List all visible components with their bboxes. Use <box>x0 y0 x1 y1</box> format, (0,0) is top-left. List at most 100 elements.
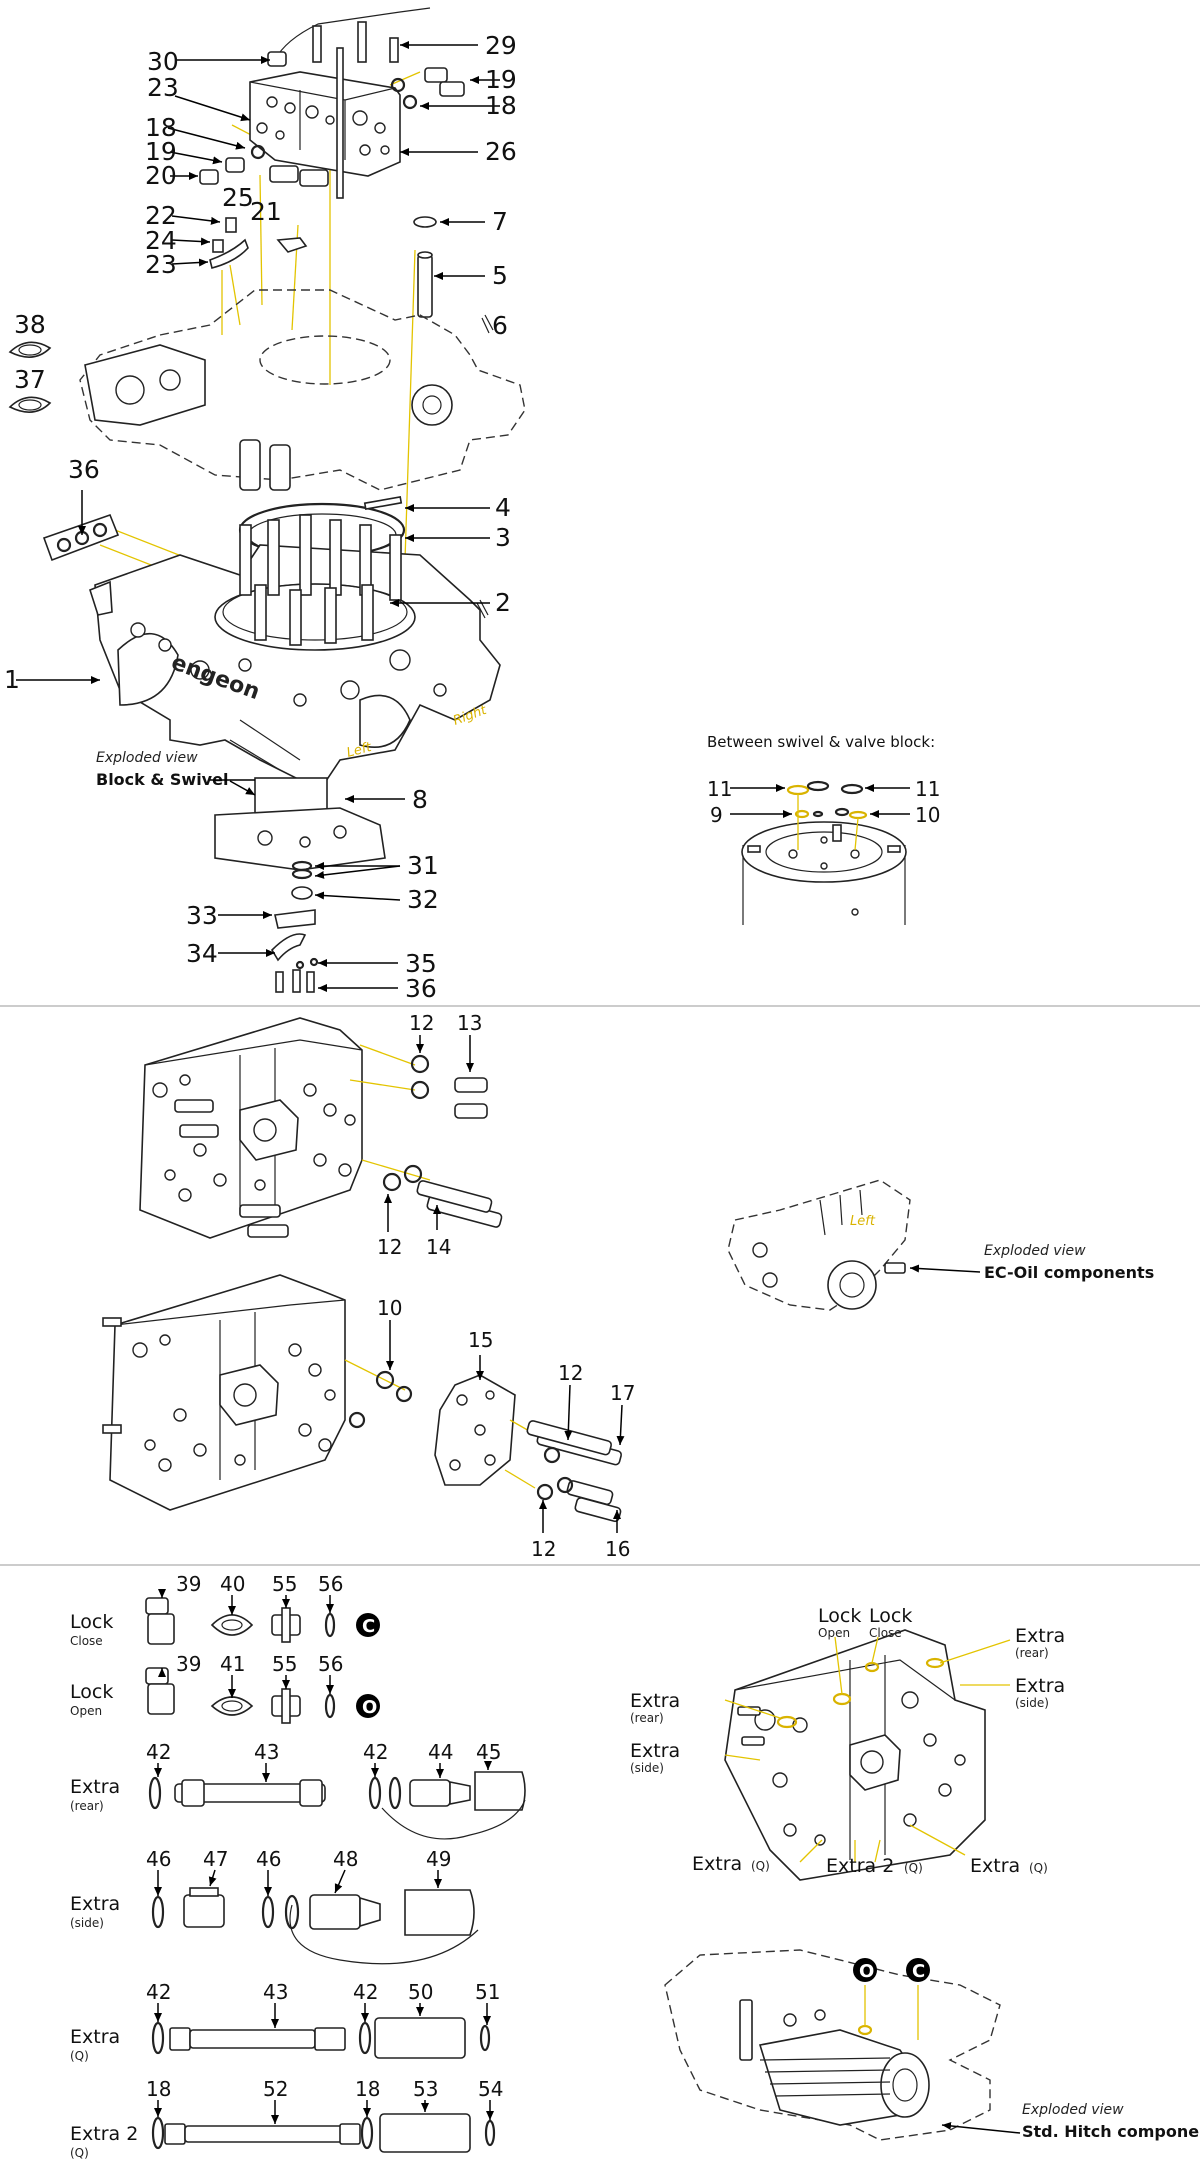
hitch-badge-open-text: O <box>859 1961 874 1982</box>
callout-19-left: 19 <box>145 137 177 166</box>
hitch-callout-52: 52 <box>263 2077 288 2101</box>
row-lock-close-label: Lock <box>70 1611 113 1633</box>
hitch-callout-48: 48 <box>333 1847 358 1871</box>
callout-36: 36 <box>68 455 100 484</box>
lbl-lock-open-main: Lock <box>818 1605 861 1627</box>
hitch-block-leaders <box>724 1636 1011 1863</box>
row-extra2-q-label: Extra 2 <box>70 2123 138 2145</box>
lbl-lock-close-main: Lock <box>869 1605 912 1627</box>
callout-29: 29 <box>485 31 517 60</box>
row-lock-open-parts <box>145 1667 380 1724</box>
badge-open <box>356 1694 380 1718</box>
hitch-callout-54: 54 <box>478 2077 503 2101</box>
hitch-callout-39b: 39 <box>176 1652 201 1676</box>
bolts-2 <box>239 514 402 646</box>
lbl-extra-q-r-sub: (Q) <box>1029 1861 1048 1875</box>
swivel-callout-11-left: 11 <box>707 777 732 801</box>
left-label: Left <box>345 740 374 761</box>
hitch-callout-51: 51 <box>475 1980 500 2004</box>
callout-28: 30 <box>147 47 179 76</box>
valve-block-top <box>249 71 401 177</box>
hitch-callout-46b: 46 <box>256 1847 281 1871</box>
section-ec-oil: Left Exploded view EC-Oil components 12 … <box>102 1011 1154 1561</box>
callout-7: 7 <box>492 207 508 236</box>
hitch-callout-45: 45 <box>476 1740 501 1764</box>
ec-callout-12-plate: 12 <box>558 1361 583 1385</box>
ec-oil-leader <box>909 1264 981 1273</box>
section-hitch: Lock Close Lock Open Extra (rear) Extra … <box>70 1572 1200 2159</box>
callout-34: 35 <box>405 949 437 978</box>
lbl-extra-q-r: Extra <box>970 1855 1020 1877</box>
callout-3: 3 <box>495 523 511 552</box>
gasket-38-37 <box>8 341 52 413</box>
valve-block-upper <box>139 1017 363 1239</box>
callout-2: 2 <box>495 588 511 617</box>
hitch-callout-49: 49 <box>426 1847 451 1871</box>
callout-32: 33 <box>186 901 218 930</box>
hitch-valve-block <box>724 1629 986 1881</box>
swivel-leaders <box>730 784 910 818</box>
ec-oil-caption-bold: EC-Oil components <box>984 1263 1154 1282</box>
row-lock-close-sub: Close <box>70 1634 103 1648</box>
section2-leaders <box>384 1035 625 1533</box>
callout-26: 24 <box>145 226 177 255</box>
badge-open-text: O <box>362 1697 377 1718</box>
hitch-callout-56a: 56 <box>318 1572 343 1596</box>
row-extra2-q-sub: (Q) <box>70 2146 89 2159</box>
row-extra-side-parts <box>151 1887 479 1965</box>
small-parts-30-35 <box>270 860 319 993</box>
hitch-callout-55b: 55 <box>272 1652 297 1676</box>
callout-30: 31 <box>407 851 439 880</box>
block-swivel-caption-italic: Exploded view <box>96 750 198 766</box>
lbl-extra-rear-l-sub: (rear) <box>630 1711 664 1725</box>
block-swivel-caption-bold: Block & Swivel <box>96 770 228 789</box>
ec-callout-12-top: 12 <box>409 1011 434 1035</box>
std-hitch-leader <box>941 2121 1021 2134</box>
lbl-lock-open-sub: Open <box>818 1626 850 1640</box>
hitch-callout-18a: 18 <box>146 2077 171 2101</box>
hitch-callout-42d: 42 <box>353 1980 378 2004</box>
std-hitch-view <box>664 1949 1001 2141</box>
hitch-callout-42a: 42 <box>146 1740 171 1764</box>
callout-38: 38 <box>14 310 46 339</box>
manifold-plate-36 <box>42 513 120 562</box>
row-lock-open-sub: Open <box>70 1704 102 1718</box>
row-extra-q-sub: (Q) <box>70 2049 89 2063</box>
hitch-callout-42c: 42 <box>146 1980 171 2004</box>
row-extra-q-parts <box>151 2017 491 2059</box>
hitch-callout-44: 44 <box>428 1740 453 1764</box>
ec-callout-14: 14 <box>426 1235 451 1259</box>
row-extra-rear-parts <box>148 1771 526 1840</box>
hitch-callout-55a: 55 <box>272 1572 297 1596</box>
lbl-extra-q-l-sub: (Q) <box>751 1859 770 1873</box>
callout-18: 18 <box>485 91 517 120</box>
ec-rings-lower <box>344 1359 413 1429</box>
ec-oil-caption-italic: Exploded view <box>984 1243 1086 1259</box>
lbl-extra2-q: Extra 2 <box>826 1855 894 1877</box>
lbl-extra2-q-sub: (Q) <box>904 1861 923 1875</box>
callout-22: 21 <box>250 197 282 226</box>
swivel-valve-caption: Between swivel & valve block: <box>707 733 935 751</box>
callout-6: 6 <box>492 311 508 340</box>
callout-18-left: 18 <box>145 113 177 142</box>
section2-callouts: 12 13 12 14 10 15 12 17 12 16 <box>377 1011 635 1561</box>
swivel-cylinder <box>741 821 907 925</box>
section1-callouts: 30 29 19 18 23 18 19 20 25 21 26 22 24 2… <box>4 31 517 1003</box>
swivel-callout-11-right: 11 <box>915 777 940 801</box>
lbl-extra-side-r-sub: (side) <box>1015 1696 1049 1710</box>
ec-callout-10: 10 <box>377 1296 402 1320</box>
hitch-callout-41: 41 <box>220 1652 245 1676</box>
callout-24: 22 <box>145 201 177 230</box>
hitch-callout-47: 47 <box>203 1847 228 1871</box>
badge-close <box>356 1613 380 1637</box>
lbl-extra-q-l: Extra <box>692 1853 742 1875</box>
callout-23: 25 <box>222 183 254 212</box>
hitch-callout-18b: 18 <box>355 2077 380 2101</box>
row-extra-rear-sub: (rear) <box>70 1799 104 1813</box>
lbl-extra-side-r: Extra <box>1015 1675 1065 1697</box>
ec-callout-15: 15 <box>468 1328 493 1352</box>
ec-callout-16: 16 <box>605 1537 630 1561</box>
lbl-extra-side-l: Extra <box>630 1740 680 1762</box>
pin-5 <box>413 216 494 334</box>
